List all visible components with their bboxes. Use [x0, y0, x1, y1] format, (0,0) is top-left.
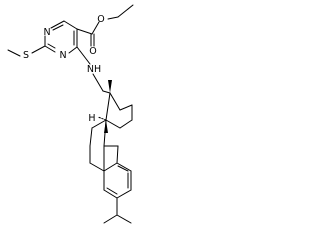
bond-carboxyl-ring [76, 28, 93, 35]
bond-ring-c2-n3 [44, 45, 56, 53]
wedge-methyl-top [108, 80, 112, 93]
bond-ester-o-c [91, 21, 100, 35]
bond-isopropyl-me2 [116, 214, 132, 224]
bond-isopropyl-me1 [103, 214, 118, 224]
atom-ring-n-right: N [59, 50, 66, 61]
bond-c2-s [31, 45, 46, 54]
wedge-methyl-bottom [104, 120, 108, 133]
bond-a4 [119, 119, 133, 129]
bond-b4 [89, 162, 105, 172]
bond-ethyl-ch3 [117, 4, 134, 18]
atom-thio-s: S [23, 50, 29, 61]
bond-c1 [103, 162, 118, 172]
bond-c4-nh [76, 46, 91, 65]
bond-ethyl-ch2 [107, 16, 119, 20]
atom-ring-n-left: N [43, 27, 50, 38]
bond-c5-double [106, 187, 118, 195]
bond-b2 [89, 127, 93, 147]
bond-a6 [105, 92, 111, 121]
bond-c2 [116, 145, 119, 164]
bond-c6 [116, 189, 132, 199]
bond-nh-ch2 [92, 73, 104, 92]
bond-a1 [109, 92, 121, 111]
bond-c8-double [117, 165, 129, 172]
bond-a5 [105, 119, 121, 129]
molecule-drawing: O O N N S NH H [7, 4, 134, 224]
bond-c5 [103, 189, 118, 199]
bond-ring-c6-n1 [50, 20, 65, 29]
bond-b1 [91, 119, 107, 129]
bond-stereo-h [97, 116, 107, 121]
atom-ester-o-right: O [97, 14, 104, 25]
bond-ring-n3-c4 [68, 46, 78, 54]
bond-ring-c6-n1-double [52, 24, 64, 31]
bond-a2 [119, 104, 133, 111]
atom-ester-o-top: O [89, 46, 96, 57]
bond-s-methyl [7, 49, 21, 57]
bond-ch2-c4a [102, 90, 111, 94]
bond-ring-c2-n3-double [47, 43, 56, 49]
bond-ring-c5-c6 [63, 20, 78, 30]
structure-canvas: O O N N S NH H [0, 0, 140, 235]
bond-c8 [116, 162, 132, 172]
atom-amine-nh: NH [87, 64, 101, 75]
atom-stereo-h: H [88, 113, 95, 124]
